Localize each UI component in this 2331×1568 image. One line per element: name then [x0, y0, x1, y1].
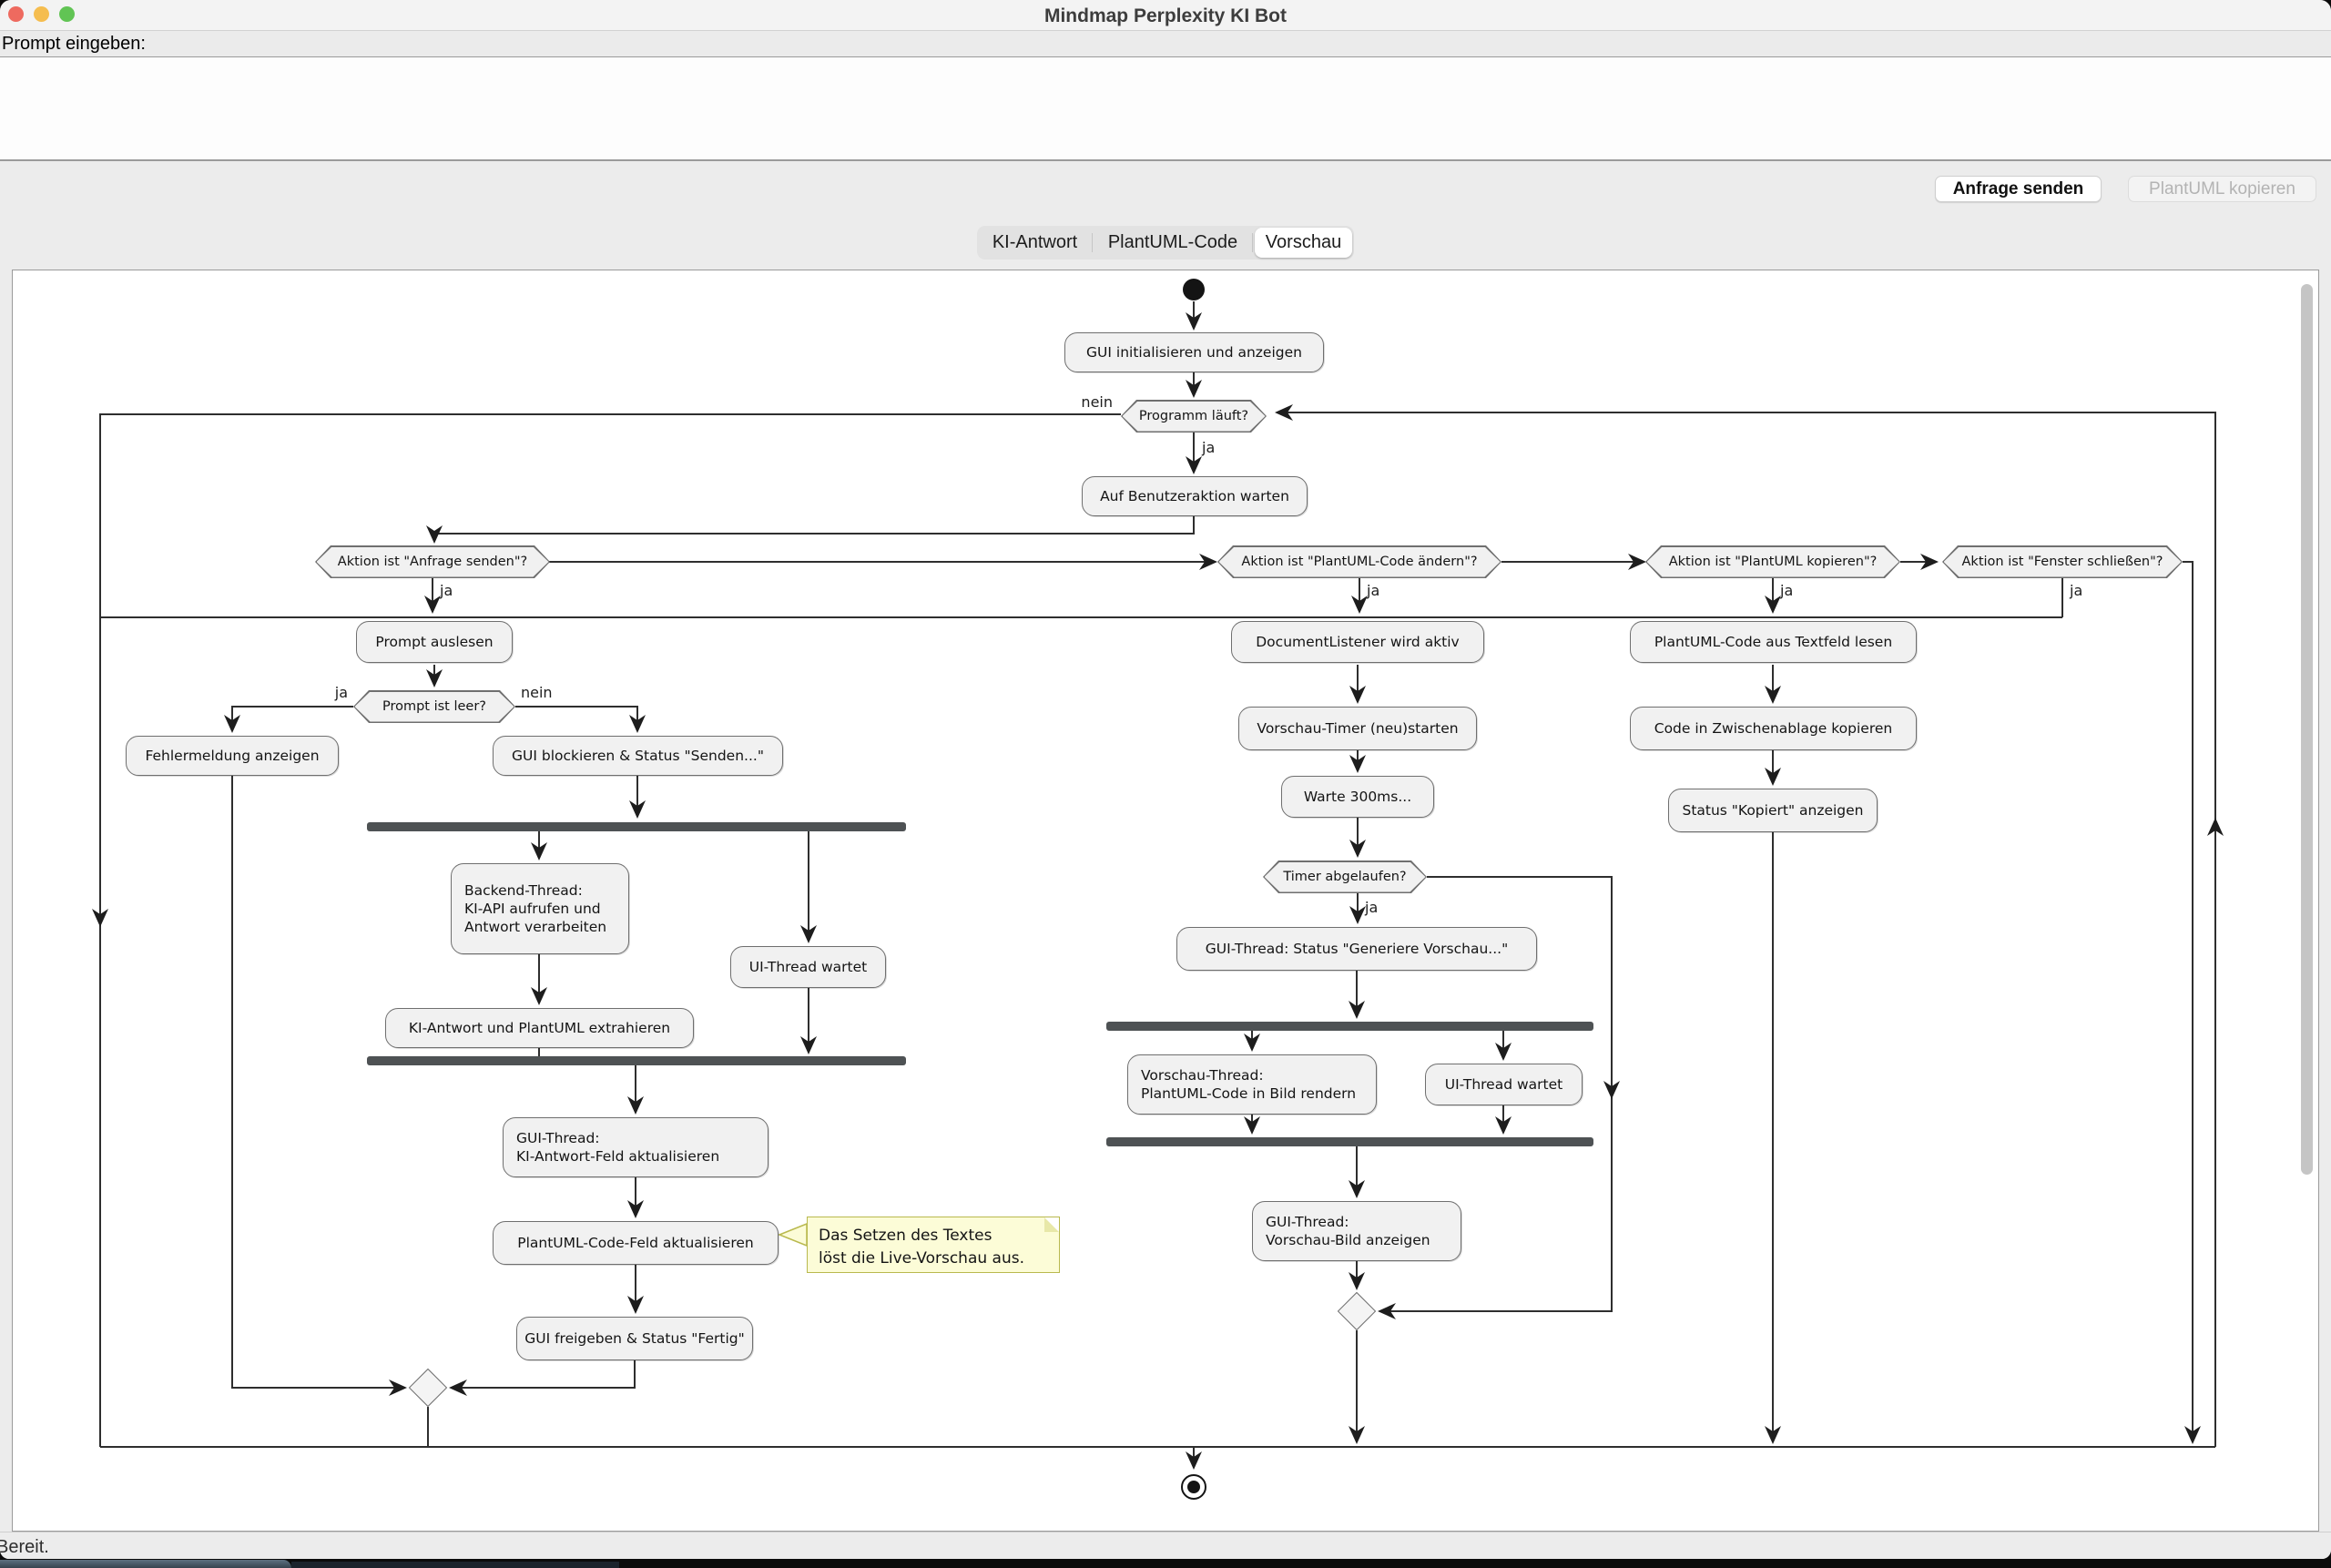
activity-ui-thread-wartet-1: UI-Thread wartet — [730, 946, 886, 988]
prompt-label: Prompt eingeben: — [2, 34, 146, 54]
activity-backend-thread: Backend-Thread: KI-API aufrufen und Antw… — [451, 863, 629, 954]
edge-label-nein: nein — [1081, 393, 1113, 411]
status-text: Bereit. — [0, 1537, 49, 1557]
edge-label-nein: nein — [521, 684, 553, 701]
desktop-strip — [0, 1559, 2331, 1568]
copy-plantuml-button[interactable]: PlantUML kopieren — [2128, 176, 2316, 202]
prompt-label-bar: Prompt eingeben: — [0, 31, 2331, 57]
minimize-window-icon[interactable] — [34, 6, 49, 22]
background-window-edge-2 — [291, 1562, 619, 1568]
fork-bar-2 — [1106, 1022, 1593, 1031]
activity-code-lesen: PlantUML-Code aus Textfeld lesen — [1630, 621, 1917, 663]
activity-gui-freigeben: GUI freigeben & Status "Fertig" — [516, 1317, 753, 1360]
activity-timer-starten: Vorschau-Timer (neu)starten — [1238, 707, 1477, 750]
activity-gui-blockieren: GUI blockieren & Status "Senden..." — [493, 736, 783, 776]
activity-prompt-auslesen: Prompt auslesen — [356, 621, 513, 663]
edge-label-ja: ja — [1367, 582, 1380, 599]
activity-wait-action: Auf Benutzeraktion warten — [1082, 476, 1308, 516]
fork-bar-1 — [367, 822, 906, 831]
decision-fenster-schliessen: Aktion ist "Fenster schließen"? — [1942, 545, 2183, 578]
window-title: Mindmap Perplexity KI Bot — [1043, 5, 1288, 26]
activity-fehlermeldung: Fehlermeldung anzeigen — [126, 736, 339, 776]
activity-zwischenablage: Code in Zwischenablage kopieren — [1630, 707, 1917, 750]
tab-plantuml-code[interactable]: PlantUML-Code — [1093, 226, 1253, 260]
tab-ki-antwort[interactable]: KI-Antwort — [977, 226, 1093, 260]
decision-timer-abgelaufen: Timer abgelaufen? — [1263, 860, 1427, 893]
edge-label-ja: ja — [440, 582, 453, 599]
decision-code-aendern: Aktion ist "PlantUML-Code ändern"? — [1217, 545, 1501, 578]
vertical-scrollbar-thumb[interactable] — [2301, 284, 2313, 1175]
close-window-icon[interactable] — [8, 6, 24, 22]
decision-prompt-leer: Prompt ist leer? — [353, 690, 515, 723]
activity-extrahieren: KI-Antwort und PlantUML extrahieren — [385, 1008, 694, 1048]
activity-status-kopiert: Status "Kopiert" anzeigen — [1668, 789, 1878, 832]
edge-label-ja: ja — [1202, 439, 1216, 456]
note-fold-icon — [1044, 1217, 1059, 1232]
decision-anfrage-senden: Aktion ist "Anfrage senden"? — [315, 545, 550, 578]
join-bar-1 — [367, 1056, 906, 1065]
title-bar: Mindmap Perplexity KI Bot — [0, 0, 2331, 31]
prompt-input[interactable] — [0, 57, 2331, 161]
start-node — [1183, 279, 1205, 300]
activity-warte-300ms: Warte 300ms... — [1281, 776, 1434, 818]
decision-programm-laeuft: Programm läuft? — [1121, 400, 1267, 433]
edge-label-ja: ja — [334, 684, 348, 701]
status-bar: Bereit. — [0, 1532, 2331, 1559]
edge-label-ja: ja — [1780, 582, 1794, 599]
send-request-button[interactable]: Anfrage senden — [1935, 176, 2102, 202]
note-live-vorschau: Das Setzen des Textes löst die Live-Vors… — [807, 1217, 1060, 1273]
activity-vorschau-thread: Vorschau-Thread: PlantUML-Code in Bild r… — [1127, 1054, 1377, 1115]
background-window-edge — [0, 1560, 291, 1568]
edge-label-ja: ja — [2070, 582, 2083, 599]
tab-bar: KI-Antwort PlantUML-Code Vorschau — [977, 226, 1354, 260]
end-node — [1181, 1474, 1206, 1500]
activity-doc-listener: DocumentListener wird aktiv — [1231, 621, 1484, 663]
activity-ui-thread-wartet-2: UI-Thread wartet — [1425, 1064, 1583, 1105]
activity-gui-update-code: PlantUML-Code-Feld aktualisieren — [493, 1221, 779, 1265]
activity-gui-init: GUI initialisieren und anzeigen — [1064, 332, 1324, 372]
decision-plantuml-kopieren: Aktion ist "PlantUML kopieren"? — [1645, 545, 1900, 578]
zoom-window-icon[interactable] — [59, 6, 75, 22]
activity-vorschau-anzeigen: GUI-Thread: Vorschau-Bild anzeigen — [1252, 1201, 1461, 1261]
activity-gui-update-answer: GUI-Thread: KI-Antwort-Feld aktualisiere… — [503, 1117, 769, 1177]
tab-vorschau[interactable]: Vorschau — [1255, 228, 1352, 258]
activity-status-generiere: GUI-Thread: Status "Generiere Vorschau..… — [1176, 927, 1537, 971]
edge-label-ja: ja — [1365, 899, 1379, 916]
join-bar-2 — [1106, 1137, 1593, 1146]
end-node-core — [1187, 1481, 1200, 1493]
